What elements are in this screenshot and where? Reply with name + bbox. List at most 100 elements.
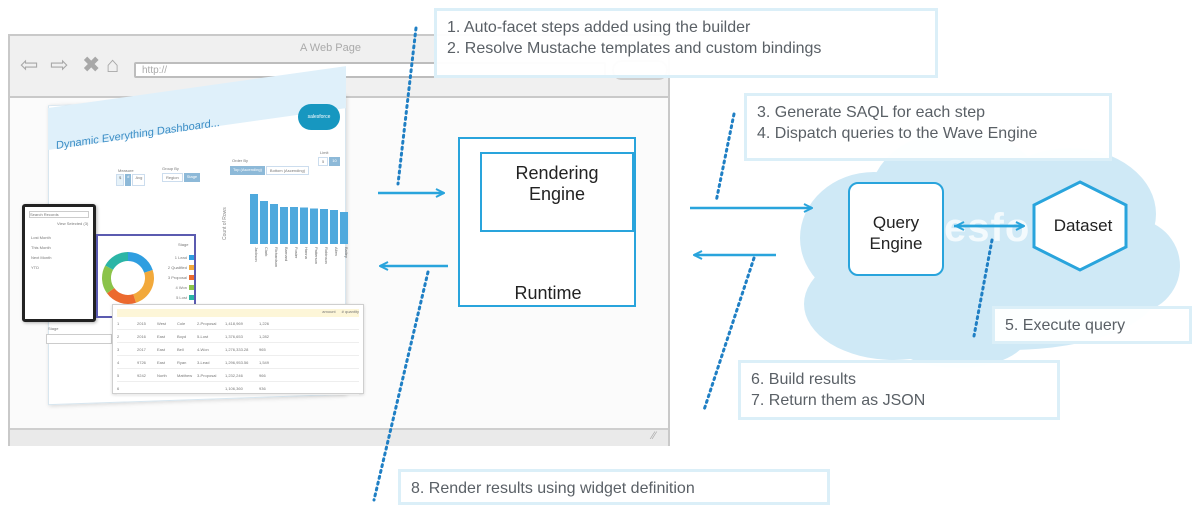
group-by-option[interactable]: Region [162,173,183,182]
bar-2 [270,204,278,244]
step-4-text: 4. Dispatch queries to the Wave Engine [757,125,1038,142]
query-engine-label: Query Engine [869,213,923,253]
note-step-8: 8. Render results using widget definitio… [398,469,830,505]
bar-label-3: Barnard [284,247,289,261]
table-cell: Bell [177,346,184,352]
tablet-list-item[interactable]: YTD [31,265,39,270]
query-engine-box [848,182,944,276]
table-header-cell: # quantity [341,309,359,314]
order-by-option[interactable]: Bottom (Ascending) [265,166,310,175]
legend-swatch [189,284,194,290]
table-cell: 2015 [137,320,146,326]
table-cell: 5-Lost [197,333,209,339]
leader-step-5 [972,238,994,338]
measure-option[interactable]: Avg [132,174,146,186]
table-cell: 1,276,333.28 [225,346,249,352]
limit-option[interactable]: 5 [318,157,329,166]
measure-label: Measure [118,168,134,173]
table-cell: 2 [117,333,120,339]
table-cell: 5 [117,372,120,378]
pie-slice-0 [128,252,153,273]
pie-slice-1 [133,269,154,303]
bar-label-6: Patterson [314,247,319,264]
dataset-label: Dataset [1053,216,1113,235]
group-by-label: Group By [162,166,179,171]
table-cell: 9242 [137,372,146,378]
bar-7 [320,209,328,244]
order-by-label: Order By [232,158,249,163]
pie-slice-4 [105,252,128,270]
group-by-toggle[interactable]: Region Stage [162,173,201,182]
order-by-toggle[interactable]: Top (Ascending) Bottom (Ascending) [230,166,310,175]
bar-label-0: Jackson [254,247,259,262]
table-cell: 3-Lead [197,359,210,365]
group-by-option[interactable]: Stage [183,173,201,182]
step-7-text: 7. Return them as JSON [751,392,926,409]
pie-legend-item: 2 Qualified [156,262,194,272]
note-steps-6-7: 6. Build results 7. Return them as JSON [738,360,1060,420]
pie-legend-item: 4 Won [156,282,194,292]
table-cell: East [157,333,166,339]
browser-title: A Web Page [300,42,361,54]
tablet-search-input[interactable]: Search Records [29,211,89,218]
side-filter-select[interactable] [46,334,112,344]
measure-toggle[interactable]: $ # Avg [116,174,150,186]
bar-label-5: Hanna [304,247,309,260]
pie-title: Stage [178,242,189,247]
bar-label-8: Allen [334,247,339,256]
measure-option[interactable]: $ [116,174,125,186]
salesforce-logo: salesforce [298,104,340,130]
table-cell: Boyd [177,333,187,339]
table-cell: 1,226 [259,320,270,326]
table-cell: 3 [117,346,120,352]
note-step-5: 5. Execute query [992,306,1192,344]
rendering-engine-box [480,152,634,232]
table-cell: Matthew [177,372,193,378]
browser-status-bar [10,428,668,446]
table-cell: 4-Won [197,346,209,352]
note-steps-3-4: 3. Generate SAQL for each step 4. Dispat… [744,93,1112,161]
table-cell: 1,376,653 [225,333,243,339]
tablet-list-item[interactable]: Next Month [31,255,52,260]
forward-arrow-icon: ⇨ [50,52,69,77]
table-cell: 2017 [137,346,146,352]
limit-option[interactable]: 10 [329,157,340,166]
table-cell: East [157,346,166,352]
measure-option[interactable]: # [125,174,132,186]
table-header-cell: amount [322,309,336,314]
tablet-list-item[interactable]: This Month [31,245,51,250]
back-arrow-icon: ⇦ [20,52,39,77]
table-cell: 9726 [137,359,146,365]
table-cell: West [157,320,167,326]
step-2-text: 2. Resolve Mustache templates and custom… [447,40,822,57]
tablet-device: Search Records View Selected (3) Lost Mo… [22,204,96,322]
bar-1 [260,201,268,244]
table-cell: 1 [117,320,120,326]
table-cell: 936 [259,385,266,391]
close-icon: ✖ [82,52,101,77]
pie-legend-item: 3 Proposal [156,272,194,282]
table-cell: North [157,372,167,378]
step-6-text: 6. Build results [751,371,856,388]
limit-toggle[interactable]: 5 10 [318,157,340,166]
bar-label-7: Robinson [324,247,329,264]
step-3-text: 3. Generate SAQL for each step [757,104,985,121]
leader-step-8 [372,270,430,502]
table-cell: 2016 [137,333,146,339]
tablet-list-item[interactable]: Lost Month [31,235,51,240]
pie-chart [102,252,154,304]
bar-0 [250,194,258,244]
dataset-hexagon [1032,180,1128,272]
pie-legend-item: 1 Lead [156,252,194,262]
pie-slice-3 [102,265,115,294]
table-cell: 966 [259,372,266,378]
table-cell: 2-Proposal [197,320,217,326]
legend-swatch [189,254,194,260]
order-by-option[interactable]: Top (Ascending) [230,166,265,175]
